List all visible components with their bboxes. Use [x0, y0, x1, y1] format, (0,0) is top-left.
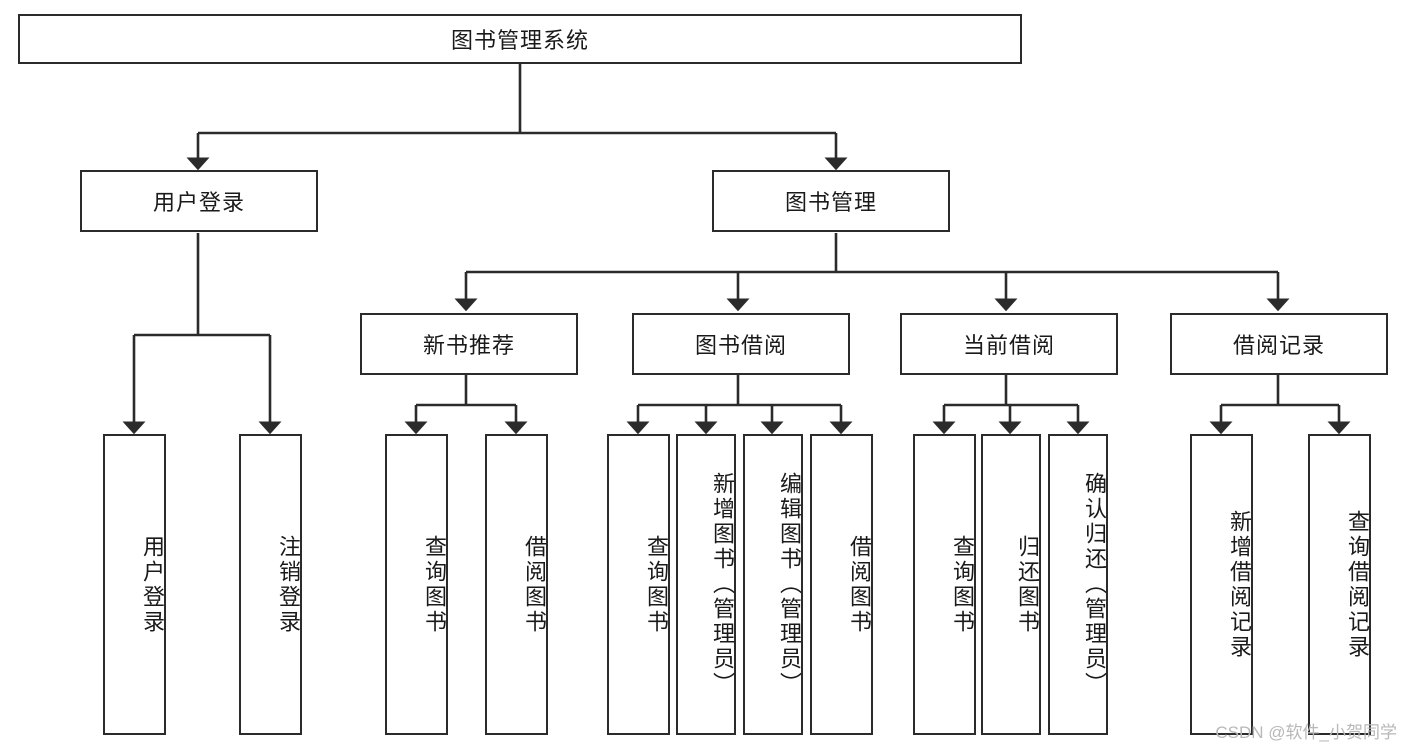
node-leaf-query-book-recommend[interactable]: 查询图书	[385, 434, 448, 735]
node-leaf-edit-book-admin-label: 编辑图书（管理员）	[777, 472, 802, 697]
node-leaf-borrow-book-recommend-label: 借阅图书	[522, 534, 547, 635]
node-leaf-user-login-label: 用户登录	[140, 534, 165, 635]
node-user-login[interactable]: 用户登录	[80, 170, 318, 232]
csdn-watermark: CSDN @软件_小贺同学	[1215, 723, 1397, 742]
node-user-login-label: 用户登录	[152, 190, 245, 215]
node-leaf-add-borrow-record-label: 新增借阅记录	[1227, 509, 1252, 660]
node-leaf-add-book-admin-label: 新增图书（管理员）	[710, 472, 735, 697]
node-book-borrow[interactable]: 图书借阅	[632, 313, 850, 375]
node-leaf-borrow-book-recommend[interactable]: 借阅图书	[485, 434, 548, 735]
node-leaf-query-borrow-record-label: 查询借阅记录	[1345, 509, 1370, 660]
node-leaf-return-book[interactable]: 归还图书	[981, 434, 1041, 735]
node-leaf-query-book-current[interactable]: 查询图书	[913, 434, 976, 735]
node-book-borrow-label: 图书借阅	[694, 333, 787, 358]
node-leaf-logout[interactable]: 注销登录	[239, 434, 302, 735]
node-leaf-borrow-book-label: 借阅图书	[847, 534, 872, 635]
node-borrow-record-label: 借阅记录	[1232, 333, 1325, 358]
node-leaf-user-login[interactable]: 用户登录	[103, 434, 166, 735]
node-current-borrow-label: 当前借阅	[962, 333, 1055, 358]
node-leaf-borrow-book[interactable]: 借阅图书	[810, 434, 873, 735]
node-new-book-recommend-label: 新书推荐	[422, 333, 515, 358]
node-root[interactable]: 图书管理系统	[18, 14, 1022, 64]
node-book-management[interactable]: 图书管理	[712, 170, 950, 232]
node-root-label: 图书管理系统	[450, 28, 589, 53]
node-leaf-query-book-recommend-label: 查询图书	[422, 534, 447, 635]
node-book-management-label: 图书管理	[784, 190, 877, 215]
node-current-borrow[interactable]: 当前借阅	[900, 313, 1118, 375]
node-leaf-return-book-label: 归还图书	[1015, 534, 1040, 635]
node-leaf-confirm-return-admin-label: 确认归还（管理员）	[1082, 472, 1107, 697]
node-leaf-query-book-borrow[interactable]: 查询图书	[607, 434, 670, 735]
node-leaf-query-book-borrow-label: 查询图书	[644, 534, 669, 635]
node-new-book-recommend[interactable]: 新书推荐	[360, 313, 578, 375]
node-leaf-add-book-admin[interactable]: 新增图书（管理员）	[676, 434, 736, 735]
node-borrow-record[interactable]: 借阅记录	[1170, 313, 1388, 375]
node-leaf-confirm-return-admin[interactable]: 确认归还（管理员）	[1048, 434, 1108, 735]
node-leaf-edit-book-admin[interactable]: 编辑图书（管理员）	[743, 434, 803, 735]
node-leaf-logout-label: 注销登录	[276, 534, 301, 635]
node-leaf-query-borrow-record[interactable]: 查询借阅记录	[1308, 434, 1371, 735]
node-leaf-query-book-current-label: 查询图书	[950, 534, 975, 635]
node-leaf-add-borrow-record[interactable]: 新增借阅记录	[1190, 434, 1253, 735]
